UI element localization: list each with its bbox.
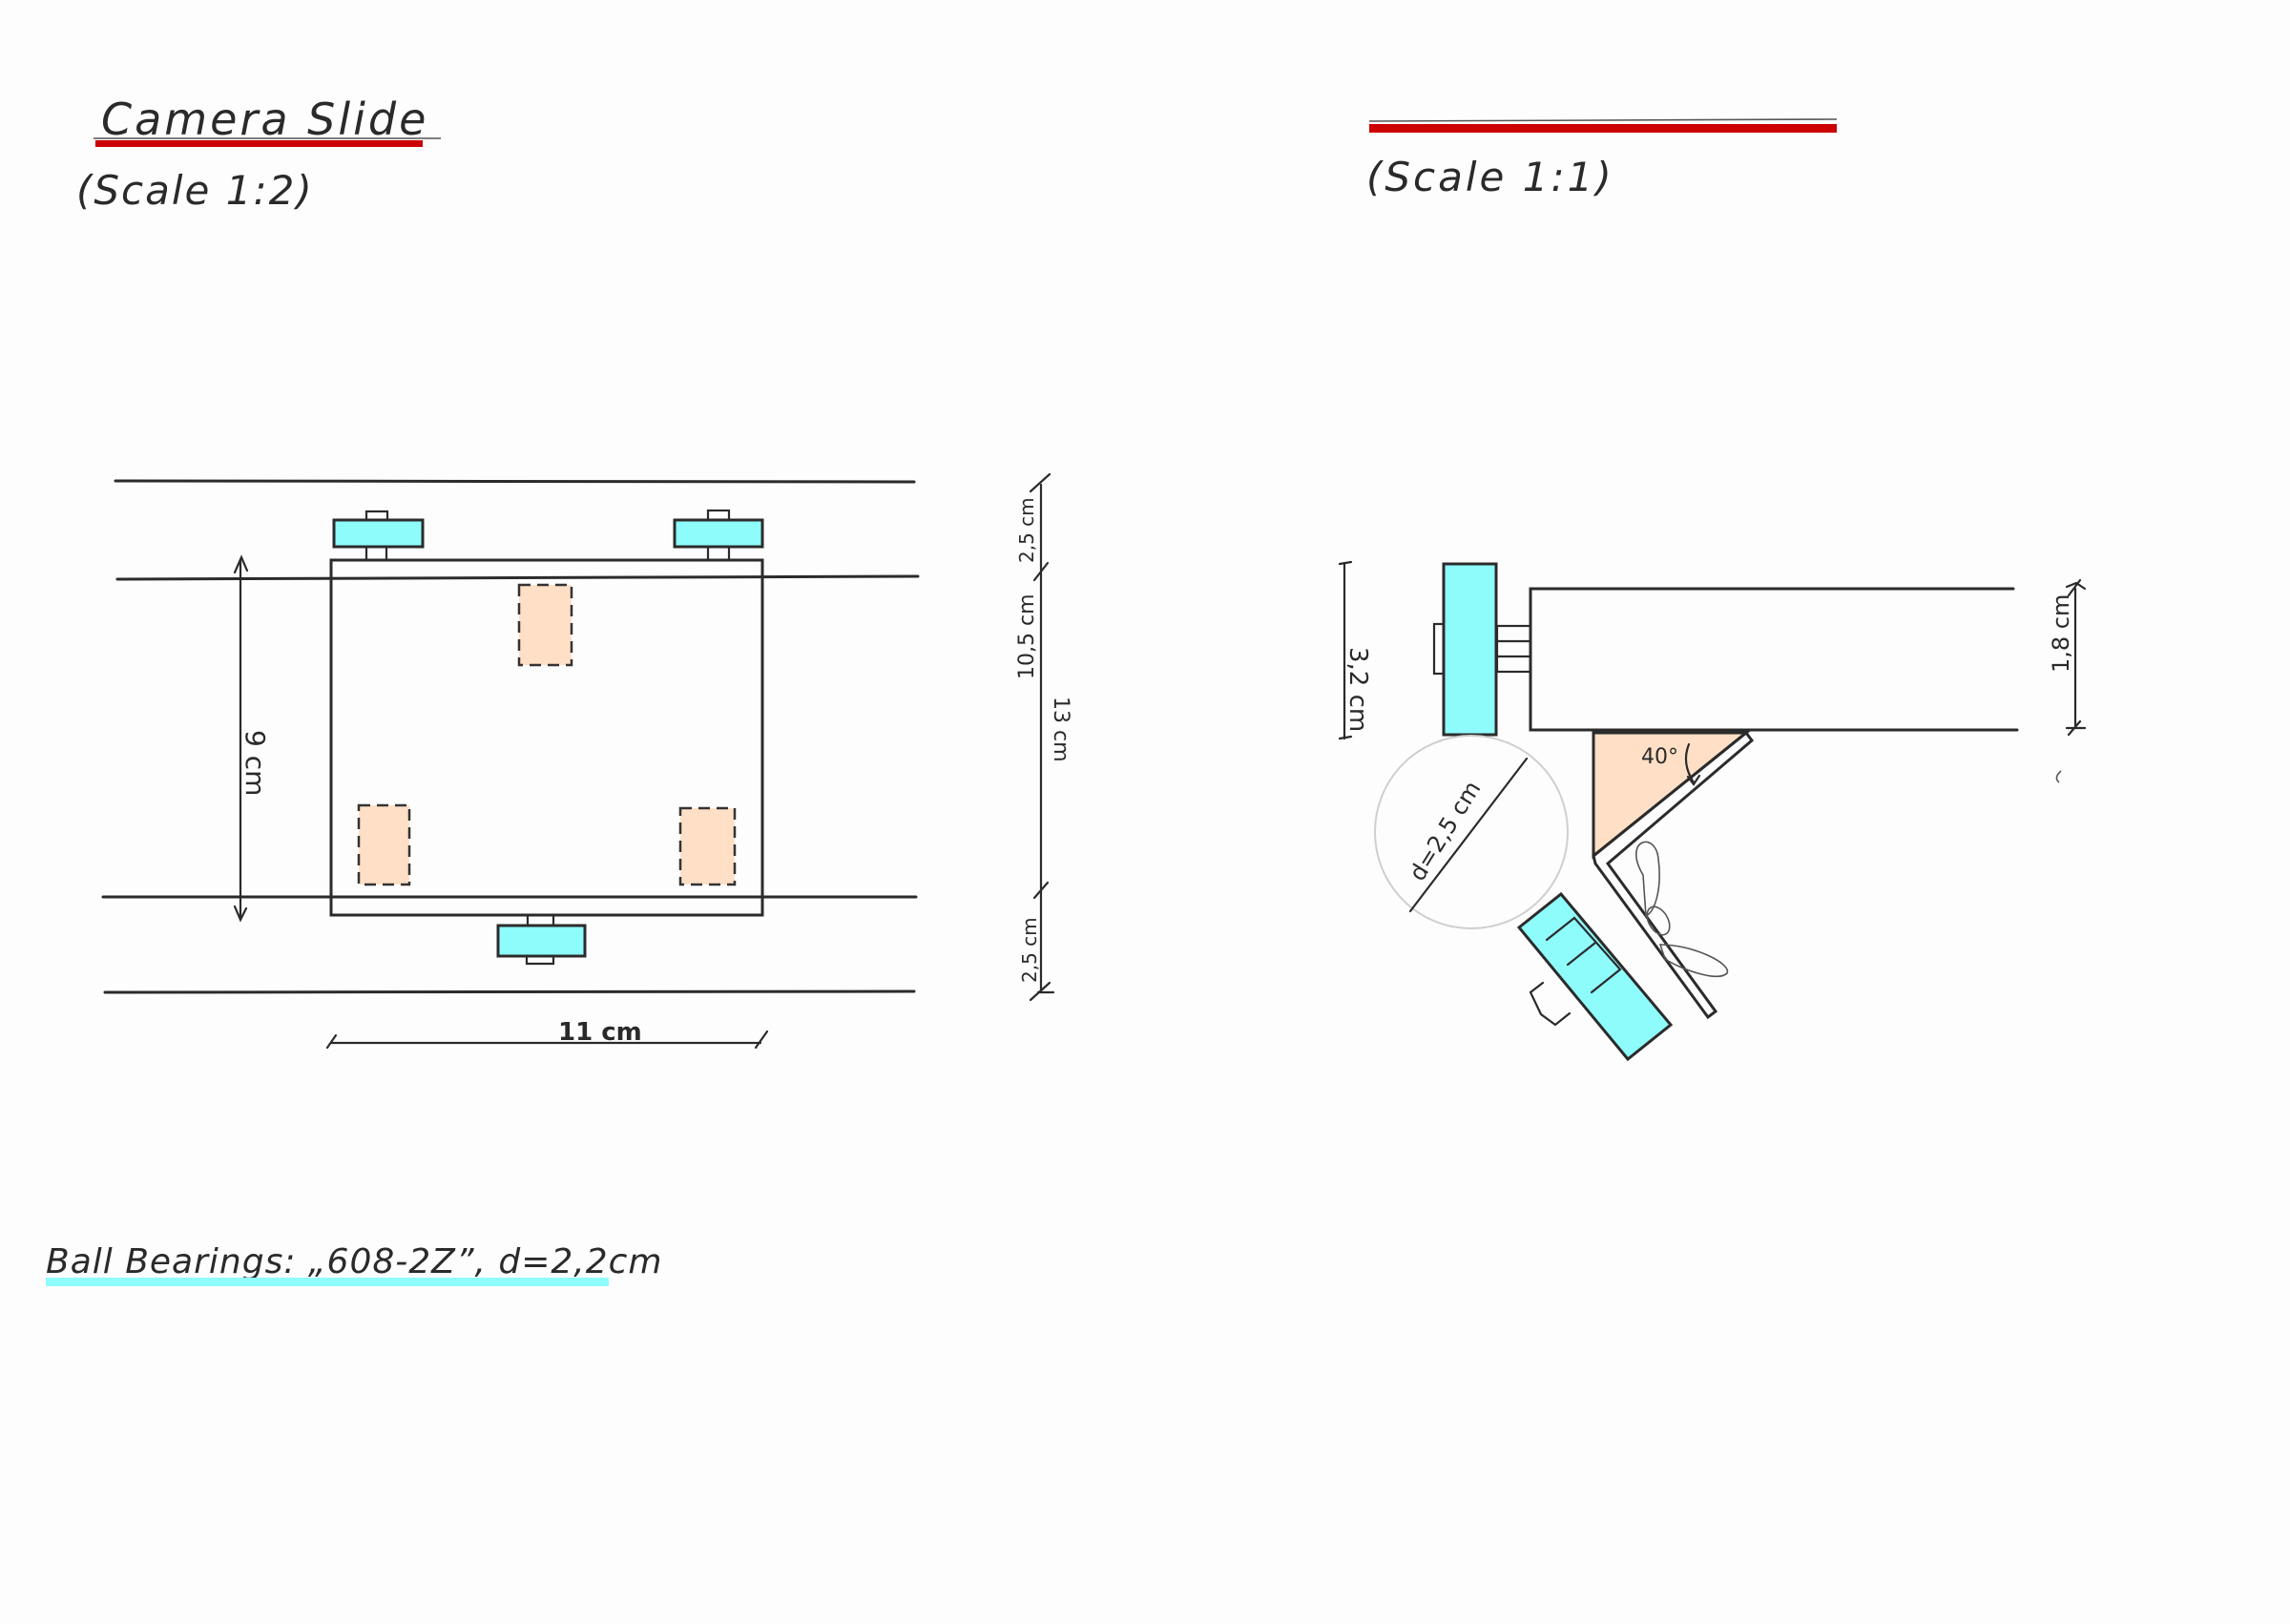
dim-tick	[1338, 735, 1353, 740]
right-heading: (Scale 1:1)	[1366, 118, 1838, 200]
dim-tick	[754, 1030, 769, 1050]
dim-label-top-margin: 2,5 cm	[1015, 497, 1038, 563]
nut	[1529, 981, 1572, 1027]
arrow-down-icon	[233, 905, 248, 923]
bearing-top-right	[673, 518, 764, 549]
left-scale-label: (Scale 1:2)	[76, 167, 314, 214]
right-pencil-line	[1368, 118, 1838, 122]
rail-line	[114, 479, 916, 484]
stray-mark	[2055, 770, 2062, 783]
dim-label-bar-height: 1,8 cm	[2048, 594, 2074, 673]
dim-tick	[325, 1033, 338, 1050]
axle-bolt	[1545, 916, 1622, 994]
pad-bottom-right	[678, 806, 737, 886]
right-scale-label: (Scale 1:1)	[1366, 154, 1614, 200]
carriage-bar	[1529, 587, 2019, 732]
dim-tick	[1032, 561, 1050, 582]
angle-label: 40°	[1641, 745, 1678, 769]
bearing-upper	[1442, 562, 1498, 737]
axle-cap	[525, 954, 555, 966]
bearing-note: Ball Bearings: „608-2Z”, d=2,2cm	[46, 1242, 663, 1286]
diameter-line	[1408, 757, 1529, 913]
dim-label-height: 9 cm	[239, 730, 271, 796]
axle-bolt	[1495, 624, 1532, 674]
bearing-note-text: Ball Bearings: „608-2Z”, d=2,2cm	[46, 1242, 663, 1281]
angle-arrow-icon	[1684, 742, 1696, 784]
bent-bracket	[1592, 730, 1755, 1020]
bearing-top-left	[332, 518, 425, 549]
pad-top	[517, 583, 573, 667]
rail-line	[103, 989, 916, 994]
page-title: Camera Slide	[101, 94, 428, 145]
note-cyan-underline	[46, 1278, 609, 1286]
rail-cross-section	[1374, 735, 1569, 929]
dim-tick	[2065, 578, 2087, 597]
dim-label-bearing-height: 3,2 cm	[1343, 647, 1372, 732]
dim-label-inner-span: 10,5 cm	[1015, 593, 1039, 679]
title-block: Camera Slide (Scale 1:2)	[76, 94, 441, 214]
side-view-drawing: 3,2 cm 1,8 cm 40° d=2,5 cm	[1338, 560, 2087, 1062]
dim-tick	[2065, 719, 2087, 737]
slider-plate	[329, 558, 764, 917]
dim-label-bottom-margin: 2,5 cm	[1018, 917, 1041, 983]
rail-line	[115, 574, 920, 581]
dim-tick	[1338, 560, 1353, 566]
bearing-lower	[1516, 891, 1674, 1062]
wing-nut-icon	[1635, 841, 1728, 978]
dim-label-rail-diameter: d=2,5 cm	[1404, 777, 1486, 886]
title-red-underline	[95, 140, 423, 147]
bolt-thread	[1566, 941, 1597, 967]
dim-label-total-span: 13 cm	[1049, 697, 1072, 762]
pad-bottom-left	[357, 803, 411, 886]
bearing-bottom	[496, 924, 587, 958]
top-view-drawing: 9 cm 11 cm 2,5 cm 10,5 cm 13 cm 2,5 cm	[101, 472, 1072, 1050]
dim-label-width: 11 cm	[558, 1018, 642, 1047]
arrow-up-icon	[233, 554, 249, 574]
dim-tick	[1029, 472, 1051, 493]
dim-tick	[1032, 881, 1050, 900]
right-red-underline	[1369, 124, 1837, 133]
